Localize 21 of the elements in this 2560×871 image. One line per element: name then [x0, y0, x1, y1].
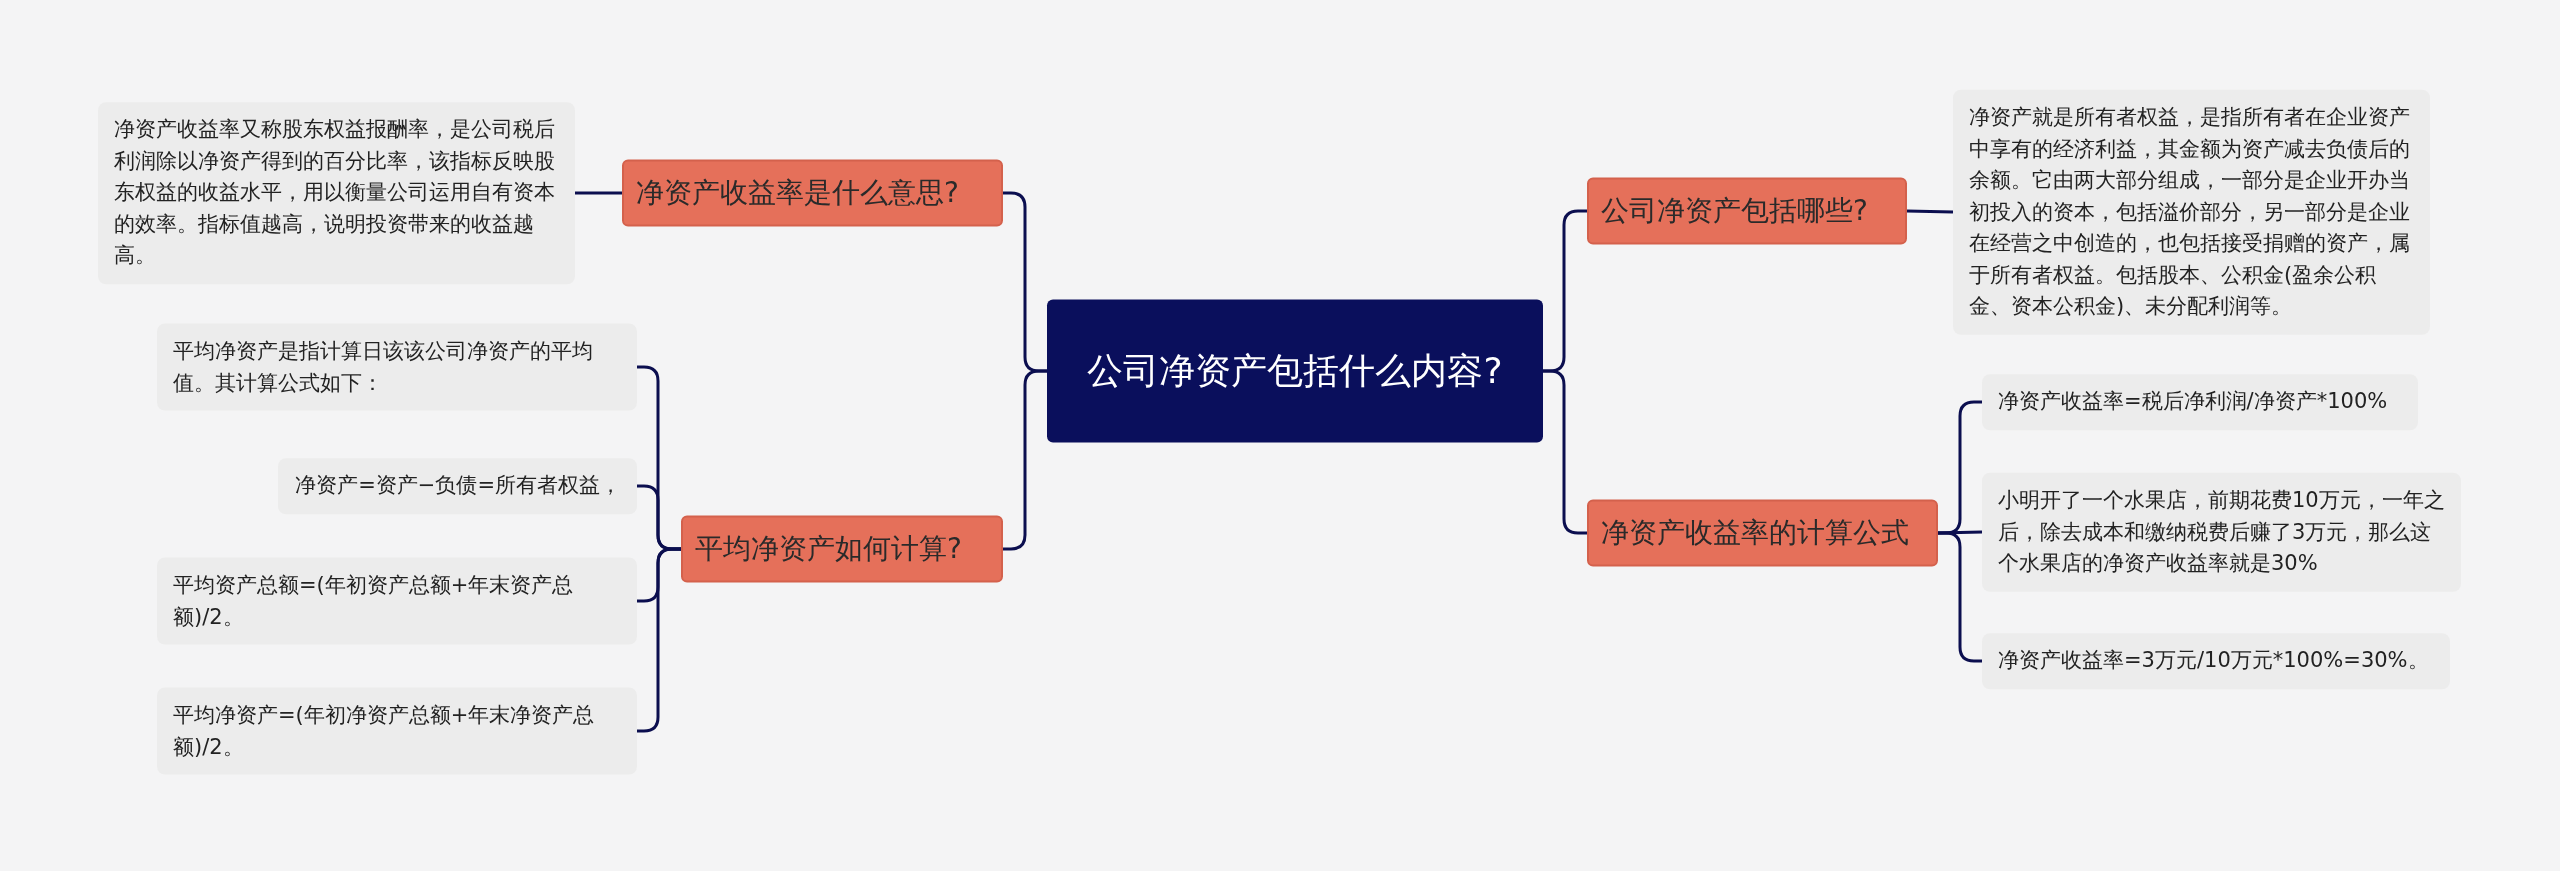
note-box: 净资产=资产−负债=所有者权益， [278, 458, 637, 514]
central-topic-box: 公司净资产包括什么内容? [1047, 299, 1543, 443]
note-box: 平均净资产=(年初净资产总额+年末净资产总额)/2。 [157, 687, 637, 775]
connector-line [637, 547, 681, 733]
note-box: 小明开了一个水果店，前期花费10万元，一年之后，除去成本和缴纳税费后赚了3万元，那么这个水果店的净资产收益率就是30% [1982, 472, 2461, 592]
note-box: 净资产收益率又称股东权益报酬率，是公司税后利润除以净资产得到的百分比率，该指标反映股东权益的收益水平，用以衡量公司运用自有资本的效率。指标值越高，说明投资带来的收益越高。 [98, 102, 575, 284]
topic-box: 平均净资产如何计算? [681, 515, 1003, 583]
connector-line [1937, 530, 1983, 535]
connector-line [1906, 209, 1954, 214]
connector-line [1003, 369, 1047, 551]
connector-line [575, 191, 622, 195]
note-box: 平均净资产是指计算日该该公司净资产的平均值。其计算公式如下： [157, 323, 637, 411]
topic-box: 公司净资产包括哪些? [1587, 177, 1907, 245]
note-box: 平均资产总额=(年初资产总额+年末资产总额)/2。 [157, 557, 637, 645]
note-box: 净资产收益率=税后净利润/净资产*100% [1982, 374, 2418, 430]
connector-line [1543, 369, 1587, 535]
topic-box: 净资产收益率的计算公式 [1587, 499, 1938, 567]
note-box: 净资产就是所有者权益，是指所有者在企业资产中享有的经济利益，其金额为资产减去负债后的余额。它由两大部分组成，一部分是企业开办当初投入的资本，包括溢价部分，另一部分是企业在经营之中创造的，也包括接受捐赠的资产，属于所有者权益。包括股本、公积金(盈余公积金、资本公积金)、未分配利润等。 [1953, 89, 2430, 335]
note-box: 净资产收益率=3万元/10万元*100%=30%。 [1982, 633, 2450, 689]
connector-line [1938, 531, 1982, 663]
topic-box: 净资产收益率是什么意思? [622, 159, 1003, 227]
